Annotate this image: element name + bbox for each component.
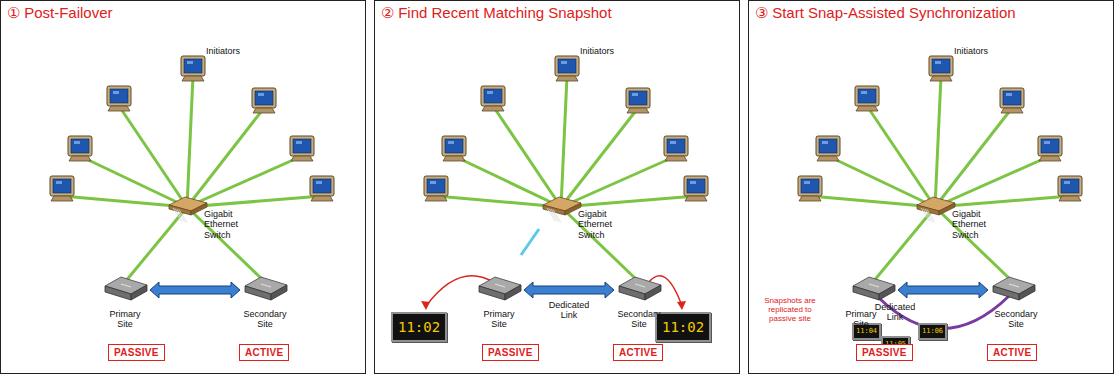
site-label: Secondary Site [991,309,1041,330]
link-label: Dedicated Link [872,302,918,323]
snapshot-time: 11:02 [662,320,704,334]
dedicated-link-arrow [524,282,614,298]
initiator-monitor [1038,136,1062,161]
step-title: ① Post-Failover [7,4,113,22]
site-state-box: PASSIVE [482,344,539,361]
initiator-monitor [50,176,74,201]
network-cable [187,108,264,207]
initiator-monitor [1000,88,1024,113]
network-cable [873,207,935,282]
storage-site-device [853,277,895,300]
step-panel: ② Find Recent Matching Snapshot 11:02 11:0… [374,0,740,374]
initiators-label: Initiators [954,46,1014,56]
site-state-box: PASSIVE [108,344,165,361]
dedicated-link-arrow [898,282,988,298]
network-cable [561,108,638,207]
storage-site-device [245,277,287,300]
site-state: ACTIVE [993,347,1031,358]
step-panel: ① Post-FailoverPASSIVE ACTIVE [0,0,366,374]
site-label: Secondary Site [614,309,664,330]
site-state-box: PASSIVE [856,344,913,361]
link-label: Dedicated Link [546,300,592,321]
site-label: Primary Site [477,309,521,330]
snapshot-arrowhead [421,301,430,310]
snapshot-time: 11:06 [922,328,943,335]
network-cable [436,196,561,207]
initiator-monitor [181,56,205,81]
initiator-monitor [310,176,334,201]
network-cable [561,207,639,282]
initiator-monitor [290,136,314,161]
site-state: ACTIVE [245,347,283,358]
initiator-monitor [798,176,822,201]
storage-site-device [479,277,521,300]
network-cable [935,76,941,207]
site-label: Secondary Site [240,309,290,330]
initiator-monitor [68,136,92,161]
network-cable [187,76,193,207]
step-title: ② Find Recent Matching Snapshot [381,4,612,22]
step-title: ③ Start Snap-Assisted Synchronization [755,4,1016,22]
initiator-monitor [555,56,579,81]
site-state-box: ACTIVE [987,344,1037,361]
initiator-monitor [1058,176,1082,201]
switch-label: Gigabit Ethernet Switch [952,209,1014,240]
initiators-label: Initiators [580,46,640,56]
initiator-monitor [855,86,879,111]
network-cable [62,196,187,207]
initiator-monitor [442,136,466,161]
ethernet-switch [169,197,207,223]
initiator-monitor [107,86,131,111]
note-label: Snapshots are replicated to passive site [754,296,826,324]
storage-site-device [993,277,1035,300]
site-state: ACTIVE [619,347,657,358]
site-state: PASSIVE [488,347,533,358]
network-cable [187,207,265,282]
network-cable [935,207,1013,282]
dedicated-link-arrow [150,282,240,298]
site-state: PASSIVE [114,347,159,358]
switch-label: Gigabit Ethernet Switch [578,209,640,240]
site-state: PASSIVE [862,347,907,358]
network-cable [125,207,187,282]
site-state-box: ACTIVE [239,344,289,361]
initiators-label: Initiators [206,46,266,56]
site-state-box: ACTIVE [613,344,663,361]
snapshot-clock: 11:06 [918,323,947,340]
storage-site-device [619,277,661,300]
initiator-monitor [481,86,505,111]
site-label: Primary Site [103,309,147,330]
network-cable [561,76,567,207]
switch-label: Gigabit Ethernet Switch [204,209,266,240]
site-label: Primary Site [841,309,881,330]
snapshot-arrowhead [677,301,686,310]
storage-site-device [105,277,147,300]
initiator-monitor [252,88,276,113]
broken-cable [521,229,539,255]
network-cable [810,196,935,207]
ethernet-switch [543,197,581,223]
initiator-monitor [664,136,688,161]
ethernet-switch [917,197,955,223]
initiator-monitor [816,136,840,161]
snapshot-clock: 11:02 [655,312,711,342]
initiator-monitor [929,56,953,81]
initiator-monitor [684,176,708,201]
network-cable [935,108,1012,207]
snapshot-clock: 11:02 [391,312,447,342]
initiator-monitor [626,88,650,113]
snapshot-time: 11:02 [398,320,440,334]
initiator-monitor [424,176,448,201]
